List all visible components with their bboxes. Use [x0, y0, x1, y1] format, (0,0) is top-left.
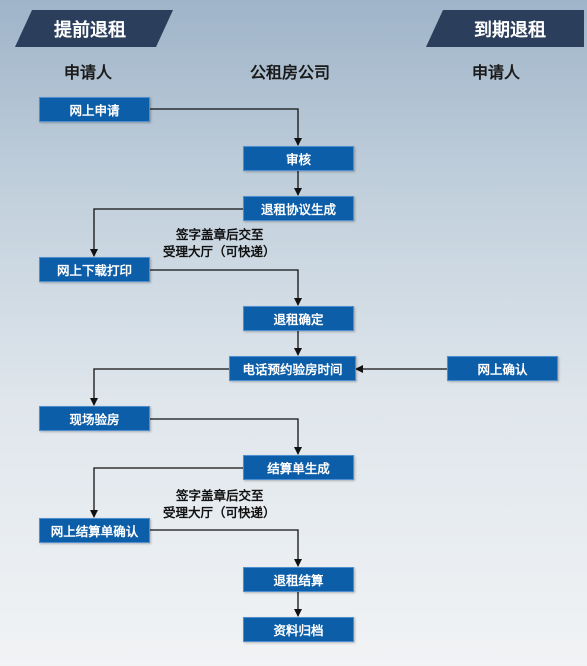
step-confirm-termination: 退租确定 — [243, 306, 354, 331]
note-line: 签字盖章后交至 — [176, 488, 264, 503]
note-sign-submit-2: 签字盖章后交至 受理大厅（可快递） — [163, 487, 276, 521]
step-online-confirm: 网上确认 — [447, 356, 558, 381]
arrow-online-statement-to-settlement — [150, 529, 302, 567]
note-line: 受理大厅（可快递） — [163, 244, 276, 259]
early-termination-banner: 提前退租 — [15, 10, 173, 47]
step-online-statement-confirm: 网上结算单确认 — [39, 518, 150, 543]
note-sign-submit-1: 签字盖章后交至 受理大厅（可快递） — [163, 226, 276, 260]
step-onsite-inspection: 现场验房 — [39, 406, 150, 431]
step-archive: 资料归档 — [243, 617, 354, 642]
step-online-apply: 网上申请 — [39, 97, 150, 122]
arrow-phone-to-inspection — [90, 368, 229, 406]
column-header-applicant-left: 申请人 — [64, 63, 113, 82]
note-line: 受理大厅（可快递） — [163, 505, 276, 520]
column-header-applicant-right: 申请人 — [472, 63, 521, 82]
arrow-inspection-to-statement — [150, 418, 302, 455]
arrow-apply-to-review — [150, 108, 302, 146]
step-download-print: 网上下载打印 — [39, 257, 150, 282]
step-phone-booking: 电话预约验房时间 — [229, 356, 356, 381]
note-line: 签字盖章后交至 — [176, 227, 264, 242]
column-header-company: 公租房公司 — [250, 63, 331, 82]
step-statement-generated: 结算单生成 — [243, 455, 354, 480]
step-review: 审核 — [243, 146, 354, 171]
step-settlement: 退租结算 — [243, 567, 354, 592]
expiry-termination-banner: 到期退租 — [426, 10, 584, 47]
step-agreement-generated: 退租协议生成 — [243, 196, 354, 221]
arrow-agreement-to-download — [90, 208, 243, 257]
arrow-statement-to-online-statement — [90, 467, 243, 518]
arrow-download-to-confirm — [150, 269, 302, 306]
